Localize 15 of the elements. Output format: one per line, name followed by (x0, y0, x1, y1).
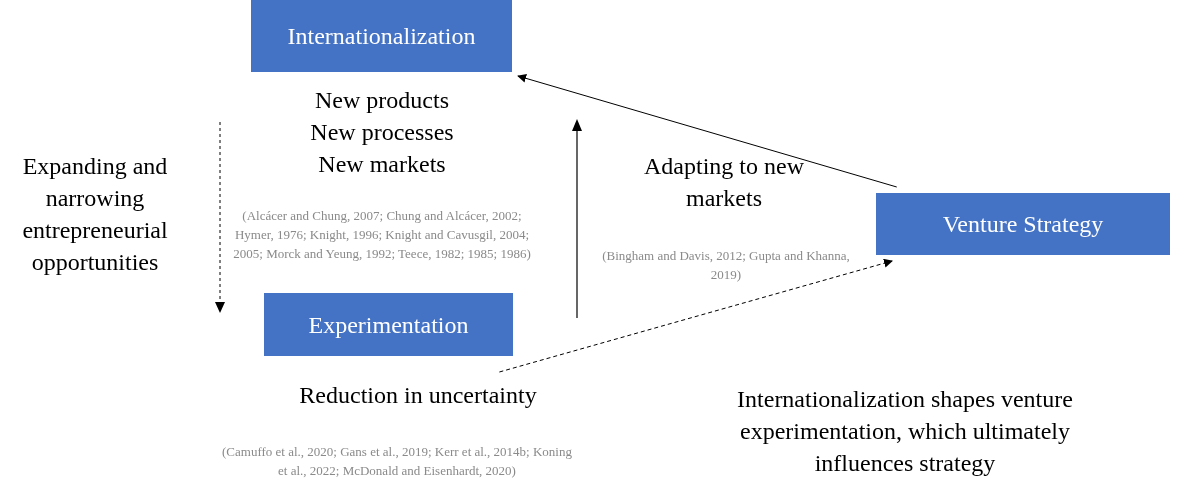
process-box: Internationalization (251, 0, 512, 72)
label-text: Expanding and narrowing entrepreneurial opportunities (21, 152, 169, 277)
label-text: Internationalization shapes venture experimentation, which ultimately influences strategy (736, 385, 1074, 478)
process-box: Experimentation (264, 293, 513, 356)
citation-text: (Bingham and Davis, 2012; Gupta and Khanna, 2019) (601, 247, 851, 284)
label-text: New products (314, 86, 450, 115)
node-text: Reduction in uncertainty (258, 378, 578, 412)
citation-text: (Alcácer and Chung, 2007; Chung and Alcácer, 2002; Hymer, 1976; Knight, 1996; Knight and Cavusgil, 2004; 2005; Morck and Yeung, 1992; Teece, 1982; 1985; 1986) (232, 207, 532, 263)
label-text: Adapting to new markets (643, 152, 805, 213)
arrow (517, 73, 898, 188)
label-text: New markets (317, 150, 447, 179)
label-text: New processes (309, 118, 455, 147)
arrow (498, 258, 893, 373)
citation-text: (Camuffo et al., 2020; Gans et al., 2019; Kerr et al., 2014b; Koning et al., 2022; McDonald and Eisenhardt, 2020) (222, 443, 572, 480)
process-box: Venture Strategy (876, 193, 1170, 255)
